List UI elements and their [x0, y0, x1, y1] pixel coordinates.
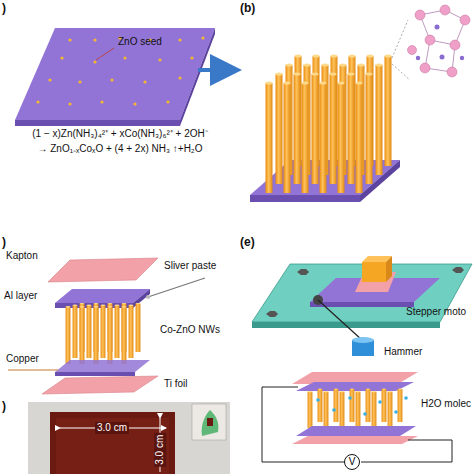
- part-label: Stepper moto: [406, 306, 466, 318]
- layer-label: Co-ZnO NWs: [160, 324, 220, 336]
- process-arrow: [198, 68, 234, 72]
- silver-wire: [148, 278, 205, 297]
- reaction-equation: (1 − x)Zn(NH₃)₄²⁺ + xCo(NH₃)₆²⁺ + 2OH⁻: [32, 128, 208, 140]
- copper-wire: [8, 369, 58, 370]
- nanowire-array: [250, 54, 400, 202]
- panel-label: (e): [240, 236, 255, 250]
- dimension-label: 3.0 cm: [154, 433, 166, 467]
- layer-label: Kapton: [6, 250, 38, 262]
- layer-label: Sliver paste: [164, 260, 216, 272]
- meter-symbol: V: [349, 457, 356, 467]
- part-label: H2O molec: [421, 398, 471, 410]
- layer-label: Copper: [6, 353, 39, 365]
- layer-label: Ti foil: [164, 378, 188, 390]
- part-label: Hammer: [384, 346, 422, 358]
- circuit-wire: [262, 387, 344, 462]
- crystal-structure: [392, 5, 470, 80]
- panel-label: ): [2, 400, 6, 414]
- reaction-equation: → ZnO₁₋ₓCoₓO + (4 + 2x) NH₃ ↑+H₂O: [37, 143, 202, 155]
- panel-label: ): [2, 2, 6, 16]
- test-setup: [252, 256, 472, 462]
- circuit-wire: [361, 440, 452, 462]
- panel-label: (b): [240, 2, 255, 16]
- voltmeter-circle: V: [344, 454, 360, 470]
- layer-label: Al layer: [4, 290, 37, 302]
- panel-label: ): [2, 236, 6, 250]
- leader-line: [96, 48, 114, 60]
- dimension-label: 3.0 cm: [95, 422, 129, 434]
- seed-substrate: [15, 28, 215, 126]
- device-photo: [28, 402, 230, 474]
- part-label: ZnO seed: [118, 36, 162, 48]
